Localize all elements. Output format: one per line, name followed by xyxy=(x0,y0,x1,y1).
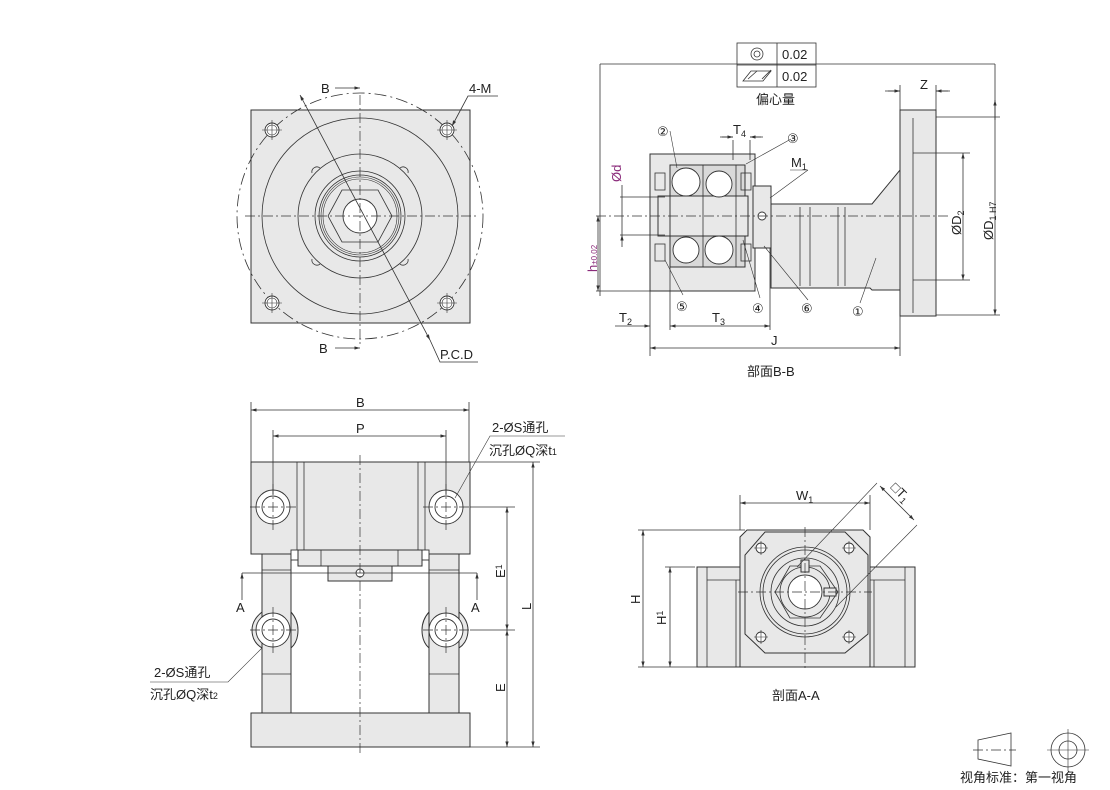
dim-b: B xyxy=(356,395,365,410)
base-plate xyxy=(250,712,471,748)
concentricity-icon xyxy=(750,47,764,61)
output-flange xyxy=(899,109,937,317)
note-through-hole-top: 2-ØS通孔 xyxy=(492,420,548,435)
dim-e1: E1 xyxy=(493,564,508,578)
tolerance-value-runout: 0.02 xyxy=(782,69,807,84)
part-callout-1: ① xyxy=(852,304,864,319)
dim-w1: W1 xyxy=(796,488,813,505)
section-marker-a-right: A xyxy=(471,600,480,615)
note-counterbore-top: 沉孔ØQ深t1 xyxy=(489,443,557,458)
note-counterbore-bottom: 沉孔ØQ深t2 xyxy=(150,687,218,702)
counterbore-holes xyxy=(250,484,470,653)
part-callout-3: ③ xyxy=(787,131,799,146)
section-bb-view: 0.02 0.02 偏心量 xyxy=(585,42,1000,379)
side-view: B P A A E1 E L 2-ØS通孔 沉孔ØQ深t1 2-ØS通孔 沉孔Ø… xyxy=(150,395,565,755)
dim-h1: H1 xyxy=(654,611,669,625)
note-through-hole-bottom: 2-ØS通孔 xyxy=(154,665,210,680)
tolerance-caption: 偏心量 xyxy=(756,92,795,107)
part-callout-5: ⑤ xyxy=(676,299,688,314)
dim-d: Ød xyxy=(609,165,624,182)
section-marker-b-top: B xyxy=(321,81,330,96)
part-callout-6: ⑥ xyxy=(801,301,813,316)
front-view: B B 4-M P.C.D xyxy=(236,81,498,363)
section-bb-caption: 部面B-B xyxy=(747,364,795,379)
hole-label-4m: 4-M xyxy=(469,81,491,96)
first-angle-projection-icon xyxy=(973,729,1089,771)
dim-e: E xyxy=(493,683,508,692)
pcd-label: P.C.D xyxy=(440,347,473,362)
total-runout-icon xyxy=(742,69,772,82)
dim-p: P xyxy=(356,421,365,436)
part-callout-2: ② xyxy=(657,124,669,139)
shaft xyxy=(770,168,901,291)
bearing-ball xyxy=(671,167,701,197)
dim-d1: ØD1 H7 xyxy=(981,201,998,240)
dim-t2: T2 xyxy=(619,310,632,327)
dim-t3: T3 xyxy=(712,310,725,327)
part-callout-4: ④ xyxy=(752,301,764,316)
section-marker-b-bottom: B xyxy=(319,341,328,356)
tolerance-value-concentricity: 0.02 xyxy=(782,47,807,62)
projection-symbol: 视角标准：第一视角 xyxy=(960,729,1089,785)
section-aa-view: W1 □T1 H H1 剖面A-A xyxy=(628,480,918,703)
section-aa-caption: 剖面A-A xyxy=(772,688,820,703)
mounting-holes xyxy=(262,120,457,313)
dim-t1: □T1 xyxy=(886,480,913,507)
dim-j: J xyxy=(771,333,778,348)
dim-h: h±0.02 xyxy=(585,244,600,272)
dim-m1: M1 xyxy=(791,155,807,172)
flange-screw-holes xyxy=(754,541,856,644)
dim-d2: ØD2 xyxy=(949,210,966,235)
dim-h-aa: H xyxy=(628,595,643,604)
dim-l: L xyxy=(519,603,534,610)
section-marker-a-left: A xyxy=(236,600,245,615)
projection-label: 视角标准：第一视角 xyxy=(960,770,1077,785)
dim-t4: T4 xyxy=(733,122,746,139)
dim-z: Z xyxy=(920,77,928,92)
tolerance-frame: 0.02 0.02 偏心量 xyxy=(736,42,817,107)
